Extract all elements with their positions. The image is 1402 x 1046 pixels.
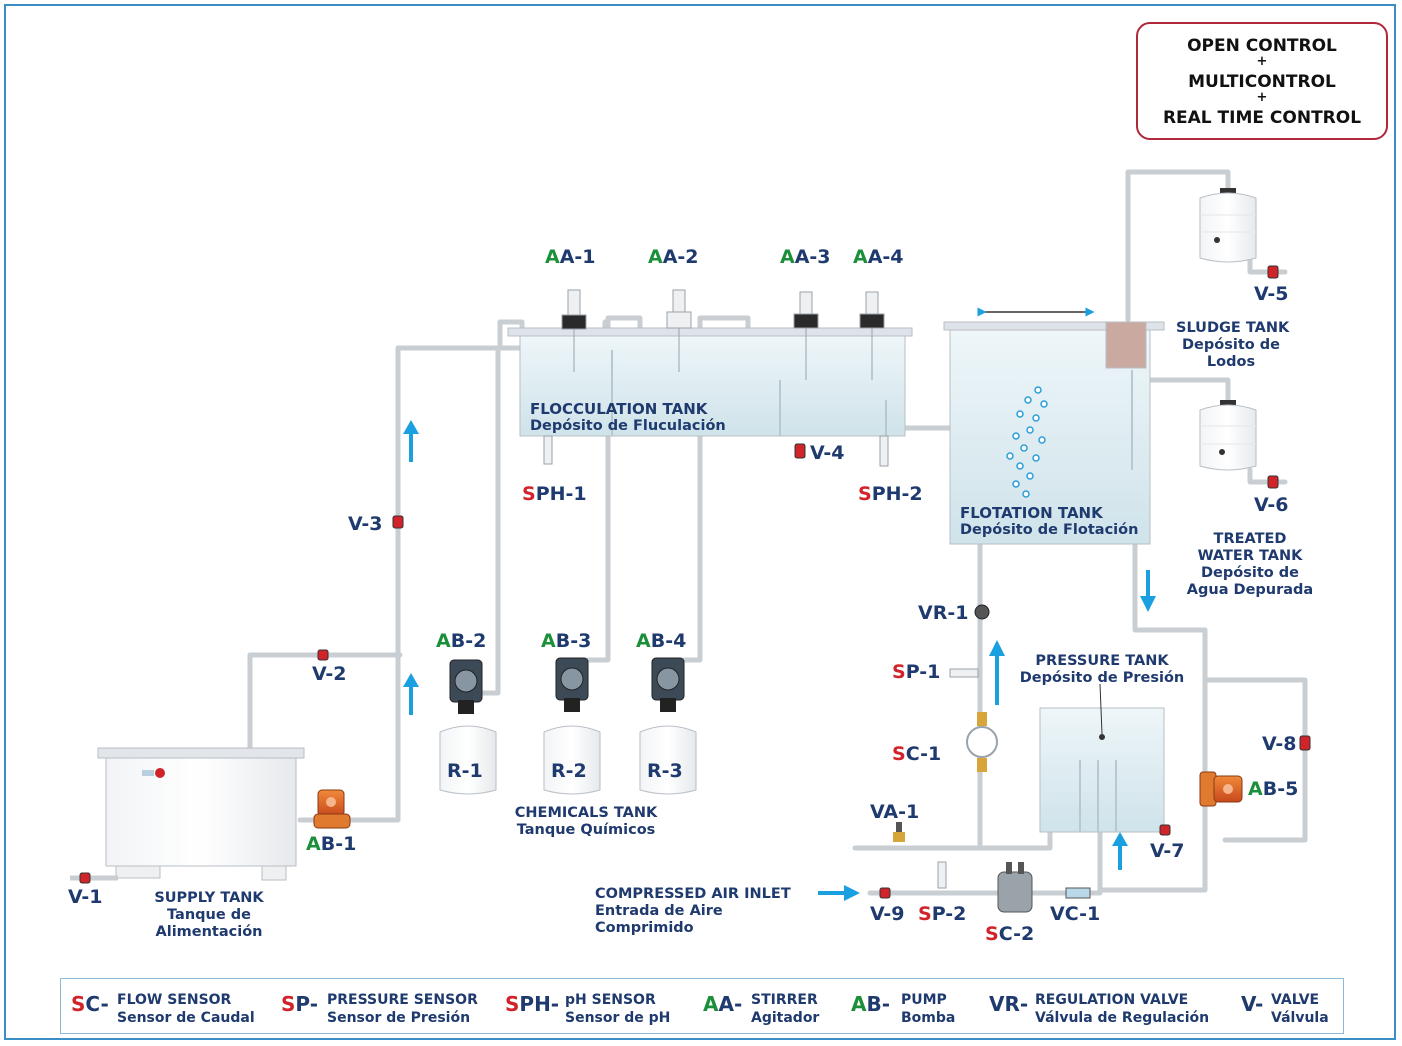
tag-aa3: AA-3 [780,246,831,268]
legend-desc: REGULATION VALVE [1035,992,1189,1008]
tag-v9: V-9 [870,903,905,925]
legend-code: SPH- [505,992,560,1016]
pump-ab1 [313,789,351,829]
legend-code: V- [1241,992,1264,1016]
check-valve-vc1 [1065,887,1091,899]
legend-desc-es: Válvula [1271,1010,1329,1026]
tag-vc1: VC-1 [1050,903,1101,925]
tag-sc2: SC-2 [985,923,1035,945]
tag-v2: V-2 [312,663,347,685]
tag-v7: V-7 [1150,840,1185,862]
legend-desc: PRESSURE SENSOR [327,992,478,1008]
tag-va1: VA-1 [870,801,920,823]
flotation-tank [943,307,1165,545]
tag-r2: R-2 [551,760,587,782]
treated-water-tank [1199,400,1257,471]
tag-aa1: AA-1 [545,246,596,268]
treated-label: TREATED WATER TANK Depósito de Agua Depu… [1186,531,1314,598]
chemicals-label: CHEMICALS TANK Tanque Químicos [514,805,658,838]
legend-desc: pH SENSOR [565,992,656,1008]
flocculation-tank [507,289,913,467]
legend-desc: VALVE [1271,992,1320,1008]
tag-v8: V-8 [1262,733,1297,755]
pressure-tank [1039,683,1165,833]
legend-desc: FLOW SENSOR [117,992,232,1008]
tag-sph1: SPH-1 [522,483,587,505]
pressure-sensor-sp2 [937,861,947,889]
tag-ab2: AB-2 [436,630,487,652]
tag-v3: V-3 [348,513,383,535]
sludge-tank [1199,188,1257,263]
tag-sph2: SPH-2 [858,483,923,505]
control-line-realtime: REAL TIME CONTROL [1162,108,1362,128]
tag-r1: R-1 [447,760,483,782]
sludge-label: SLUDGE TANK Depósito de Lodos [1176,320,1290,370]
air-inlet-label: COMPRESSED AIR INLET Entrada de Aire Com… [595,886,791,936]
tag-v5: V-5 [1254,283,1289,305]
valves [79,265,1311,899]
valve-va1 [893,822,905,842]
control-line-open: OPEN CONTROL [1187,36,1337,56]
legend-code: VR- [989,992,1029,1016]
outer-frame [4,4,1396,1040]
pressure-tank-label: PRESSURE TANK Depósito de Presión [1019,653,1185,686]
tag-ab3: AB-3 [541,630,592,652]
tag-ab1: AB-1 [306,833,357,855]
control-plus-1: + [1256,54,1268,69]
regulation-valve-vr1 [974,604,990,620]
legend: SC- FLOW SENSOR Sensor de Caudal SP- PRE… [60,978,1344,1034]
legend-desc-es: Válvula de Regulación [1035,1010,1210,1026]
tag-vr1: VR-1 [918,602,969,624]
chemical-pumps [449,657,685,714]
legend-desc: STIRRER [751,992,818,1008]
legend-code: AB- [851,992,891,1016]
tag-ab5: AB-5 [1248,778,1299,800]
tag-v6: V-6 [1254,494,1289,516]
tag-r3: R-3 [647,760,683,782]
legend-desc-es: Agitador [751,1010,820,1026]
tag-sp1: SP-1 [892,661,941,683]
control-plus-2: + [1256,90,1268,105]
pipe-network [247,169,1308,896]
tag-aa4: AA-4 [853,246,904,268]
control-mode-box: OPEN CONTROL + MULTICONTROL + REAL TIME … [1136,22,1388,140]
tag-v1: V-1 [68,886,103,908]
legend-code: AA- [703,992,743,1016]
flow-arrows [403,420,1156,901]
legend-desc-es: Sensor de Presión [327,1010,471,1026]
supply-tank [70,747,305,881]
legend-code: SP- [281,992,319,1016]
supply-label: SUPPLY TANK Tanque de Alimentación [154,890,264,940]
flow-sensor-sc1 [966,712,998,772]
legend-desc: PUMP [901,992,947,1008]
flocculation-label: FLOCCULATION TANK Depósito de Fluculació… [530,400,726,435]
tag-aa2: AA-2 [648,246,699,268]
tag-v4: V-4 [810,442,845,464]
tag-sc1: SC-1 [892,743,942,765]
control-line-multi: MULTICONTROL [1188,72,1336,92]
legend-code: SC- [71,992,109,1016]
tag-ab4: AB-4 [636,630,687,652]
legend-desc-es: Sensor de pH [565,1010,671,1026]
pump-ab5 [1199,771,1243,807]
legend-desc-es: Sensor de Caudal [117,1010,255,1026]
pressure-sensor-sp1 [949,668,979,678]
legend-desc-es: Bomba [901,1010,956,1026]
flotation-label: FLOTATION TANK Depósito de Flotación [960,504,1139,539]
chemical-tanks [439,725,697,795]
flow-sensor-sc2 [997,862,1033,913]
tag-sp2: SP-2 [918,903,967,925]
